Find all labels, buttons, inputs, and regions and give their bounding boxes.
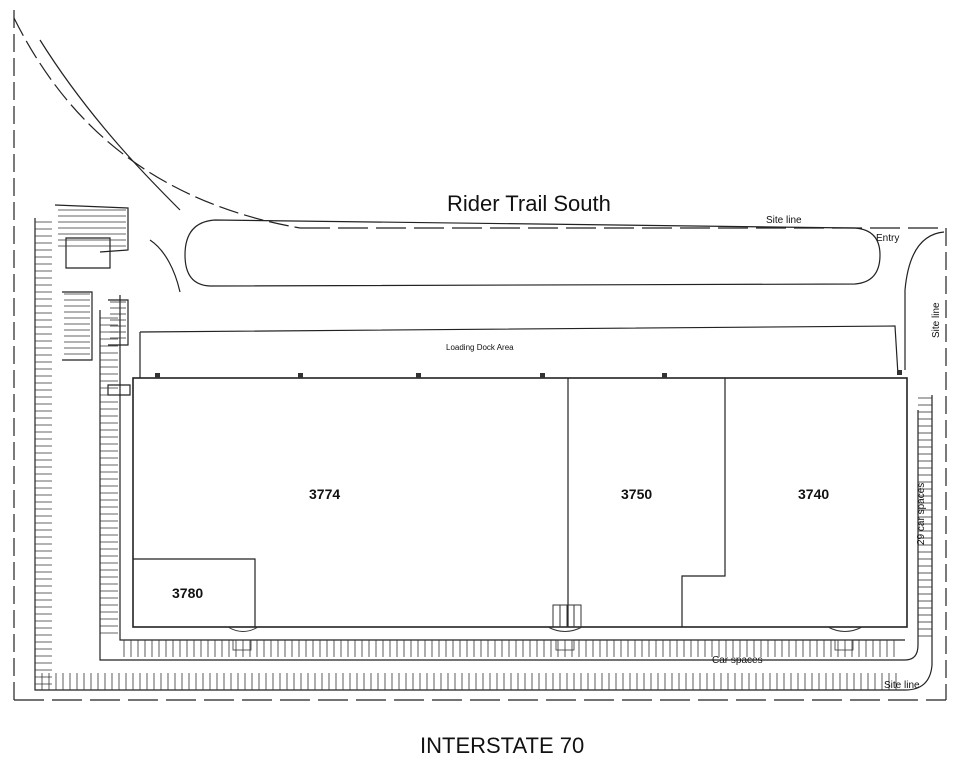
site-line-label-top: Site line — [766, 215, 802, 226]
car-spaces-label-right: 29 car spaces — [916, 482, 927, 545]
site-line-label-right: Site line — [931, 302, 942, 338]
divider-3750-3740 — [681, 378, 726, 627]
building-outline — [132, 377, 908, 628]
loading-dock-area-label: Loading Dock Area — [446, 343, 514, 352]
unit-label-3774: 3774 — [309, 486, 341, 502]
road-label-interstate-70: INTERSTATE 70 — [420, 733, 585, 758]
site-line-label-bottom: Site line — [884, 680, 920, 691]
unit-label-3740: 3740 — [798, 486, 830, 502]
unit-3780-outline — [133, 558, 256, 627]
unit-label-3750: 3750 — [621, 486, 653, 502]
car-spaces-label-bottom: Car spaces — [712, 655, 763, 666]
frontage-road-lower — [149, 239, 181, 293]
entry-label: Entry — [876, 233, 900, 244]
frontage-road-upper — [39, 39, 181, 211]
median-island — [184, 219, 881, 287]
loading-dock-outline — [139, 325, 899, 376]
unit-label-3780: 3780 — [172, 585, 204, 601]
nw-road-curve — [13, 17, 301, 229]
east-drive — [904, 231, 945, 370]
road-label-rider-trail-south: Rider Trail South — [447, 191, 611, 216]
